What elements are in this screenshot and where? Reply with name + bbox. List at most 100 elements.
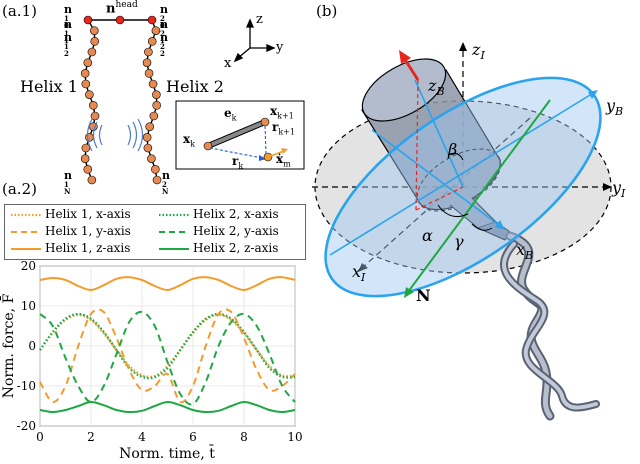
gamma-label: γ [454,232,464,251]
helix1-node [87,47,97,57]
legend-entry-h1y: Helix 1, y-axis [45,224,131,238]
helix2-node [142,58,152,67]
helix1-node [88,101,98,110]
x-body-axis [371,129,501,227]
x-axis-label: Norm. time, t̄ [119,444,215,462]
helix1-node [85,90,94,99]
beta-label: β [448,140,458,159]
helix2-node [144,69,154,78]
y-tick-label: 20 [21,259,36,273]
legend-entry-h2z: Helix 2, z-axis [193,241,279,255]
helix2-label: Helix 2 [166,77,224,96]
projection-line [415,79,419,211]
y-tick-label: 0 [28,339,36,353]
helix2-node [149,111,159,121]
helix2-nodes [142,15,162,185]
axes-triad-icon [233,18,276,63]
x-tick-label: 2 [87,430,95,444]
normal-label: N [416,286,431,305]
series-line [39,401,296,414]
y-tick-label: -10 [17,379,36,393]
y-tick-label: -20 [17,419,36,433]
chart-legend: Helix 1, x-axis Helix 2, x-axis Helix 1,… [4,204,306,260]
y-body-label: yB [606,96,624,119]
series-line [39,310,296,406]
x-inertial-label: xI [352,262,366,285]
helix1-nodes [80,15,100,185]
plot-series [39,276,296,414]
helix1-node [83,58,93,67]
helix1-node [85,133,94,142]
series-line [39,312,296,380]
segment-node-k1 [260,117,270,127]
normal-vector [407,99,551,293]
helix1-node [90,111,100,121]
helix1-node [87,175,97,185]
series-line [39,276,296,291]
helix1-node [90,37,100,46]
x-tick-label: 10 [287,430,302,444]
inset-r-k-label: rk [232,154,244,171]
helix1-node [81,79,91,89]
inset-x-k1-label: xk+1 [270,104,294,121]
helix2-node [151,165,160,174]
panel-a1-label: (a.1) [2,2,37,20]
head-direction-vector [402,57,420,81]
legend-entry-h1x: Helix 1, x-axis [45,207,131,221]
helix2-node [142,133,152,142]
plot-grid [39,265,296,427]
helix1-label: Helix 1 [20,77,78,96]
x-tick-label: 6 [189,430,197,444]
y-tick-label: 10 [21,299,36,313]
x-tick-label: 8 [240,430,248,444]
series-line [39,313,296,379]
y-axis-label: Norm. force, F̄ [0,293,17,398]
helix2-node [147,15,157,25]
inset-xdot-m-label: ẋm [276,152,291,169]
helix2-node [147,154,156,163]
axis-x-label: x [224,56,232,71]
helix2-node [152,101,162,110]
helix2-node [151,26,161,35]
z-body-axis [414,79,464,188]
z-body-label: zB [428,76,445,99]
panel-b-label: (b) [316,2,338,20]
y-body-axis [329,94,591,256]
helix2-chain [146,19,158,181]
helical-tail [500,231,600,421]
axis-y-label: y [276,40,284,55]
helix2-node [147,37,157,46]
legend-entry-h1z: Helix 1, z-axis [45,241,131,255]
y-inertial-label: yI [612,178,626,201]
helix1-node [90,26,99,35]
inset-r-k1-label: rk+1 [272,120,295,137]
legend-entry-h2y: Helix 2, y-axis [193,224,279,238]
helix2-node [148,79,158,89]
helix1-chain [84,19,96,181]
helix1-node [80,154,90,163]
vibration-waves-icon [86,118,144,152]
x-body-label: xB [516,240,534,263]
x-tick-label: 0 [36,430,44,444]
alpha-label: α [422,226,433,245]
helix2-node [152,90,161,99]
alpha-arc [437,204,469,217]
z-inertial-label: zI [472,40,485,63]
inset-e-k-label: ek [224,106,237,123]
robot-head-cylinder [361,58,511,241]
inset-x-k-label: xk [183,132,196,149]
helix2-node [152,175,162,185]
helix1-node [81,143,91,153]
panel-a2-label: (a.2) [2,180,37,198]
beta-arc [447,152,464,161]
head-node [115,15,125,25]
